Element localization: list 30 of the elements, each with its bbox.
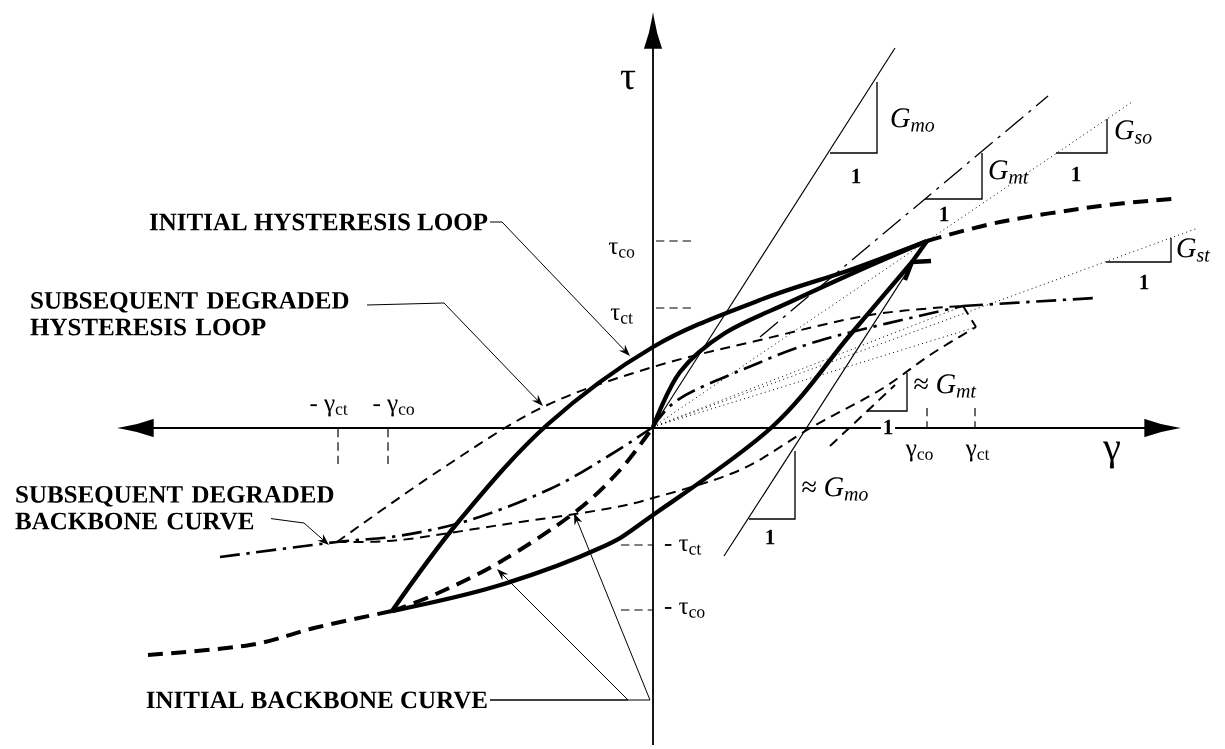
leader-line [270, 518, 329, 545]
slope-unit: 1 [852, 168, 861, 184]
slope-label: G$_{st}$ [1177, 238, 1211, 262]
leader-line [366, 302, 543, 406]
tick-label: γ$_{ct}$ [965, 444, 990, 462]
tick-label: - γ$_{co}$ [373, 399, 414, 417]
tick-label: γ$_{co}$ [905, 444, 933, 462]
slope-label: G$_{mt}$ [989, 160, 1029, 184]
slope-unit: 1 [1140, 274, 1149, 290]
slope-label: G$_{mo}$ [891, 108, 935, 132]
tick-label: τ$_{co}$ [608, 242, 635, 258]
tick-label: - γ$_{ct}$ [310, 399, 348, 417]
callout-label: INITIAL BACKBONE CURVE [146, 691, 487, 709]
leader-line [489, 221, 630, 356]
tick-label: τ$_{ct}$ [610, 308, 633, 324]
axis-label: γ [1103, 441, 1120, 469]
leader-line [489, 513, 651, 701]
slope-unit: 1 [880, 418, 896, 436]
callout-label: INITIAL HYSTERESIS LOOP [149, 213, 488, 231]
slope-unit: 1 [940, 206, 949, 222]
slope-unit: 1 [766, 529, 775, 545]
axis-label: τ [620, 70, 636, 90]
slope-label: ≈ G$_{mo}$ [802, 477, 868, 501]
slope-label: ≈ G$_{mt}$ [914, 374, 977, 398]
slope-unit: 1 [1072, 166, 1081, 182]
tick-label: - τ$_{co}$ [664, 602, 705, 618]
callout-label: SUBSEQUENT DEGRADED HYSTERESIS LOOP [30, 292, 349, 336]
callout-label: SUBSEQUENT DEGRADED BACKBONE CURVE [15, 486, 334, 530]
tick-label: - τ$_{ct}$ [664, 539, 702, 555]
slope-label: G$_{so}$ [1115, 120, 1152, 144]
